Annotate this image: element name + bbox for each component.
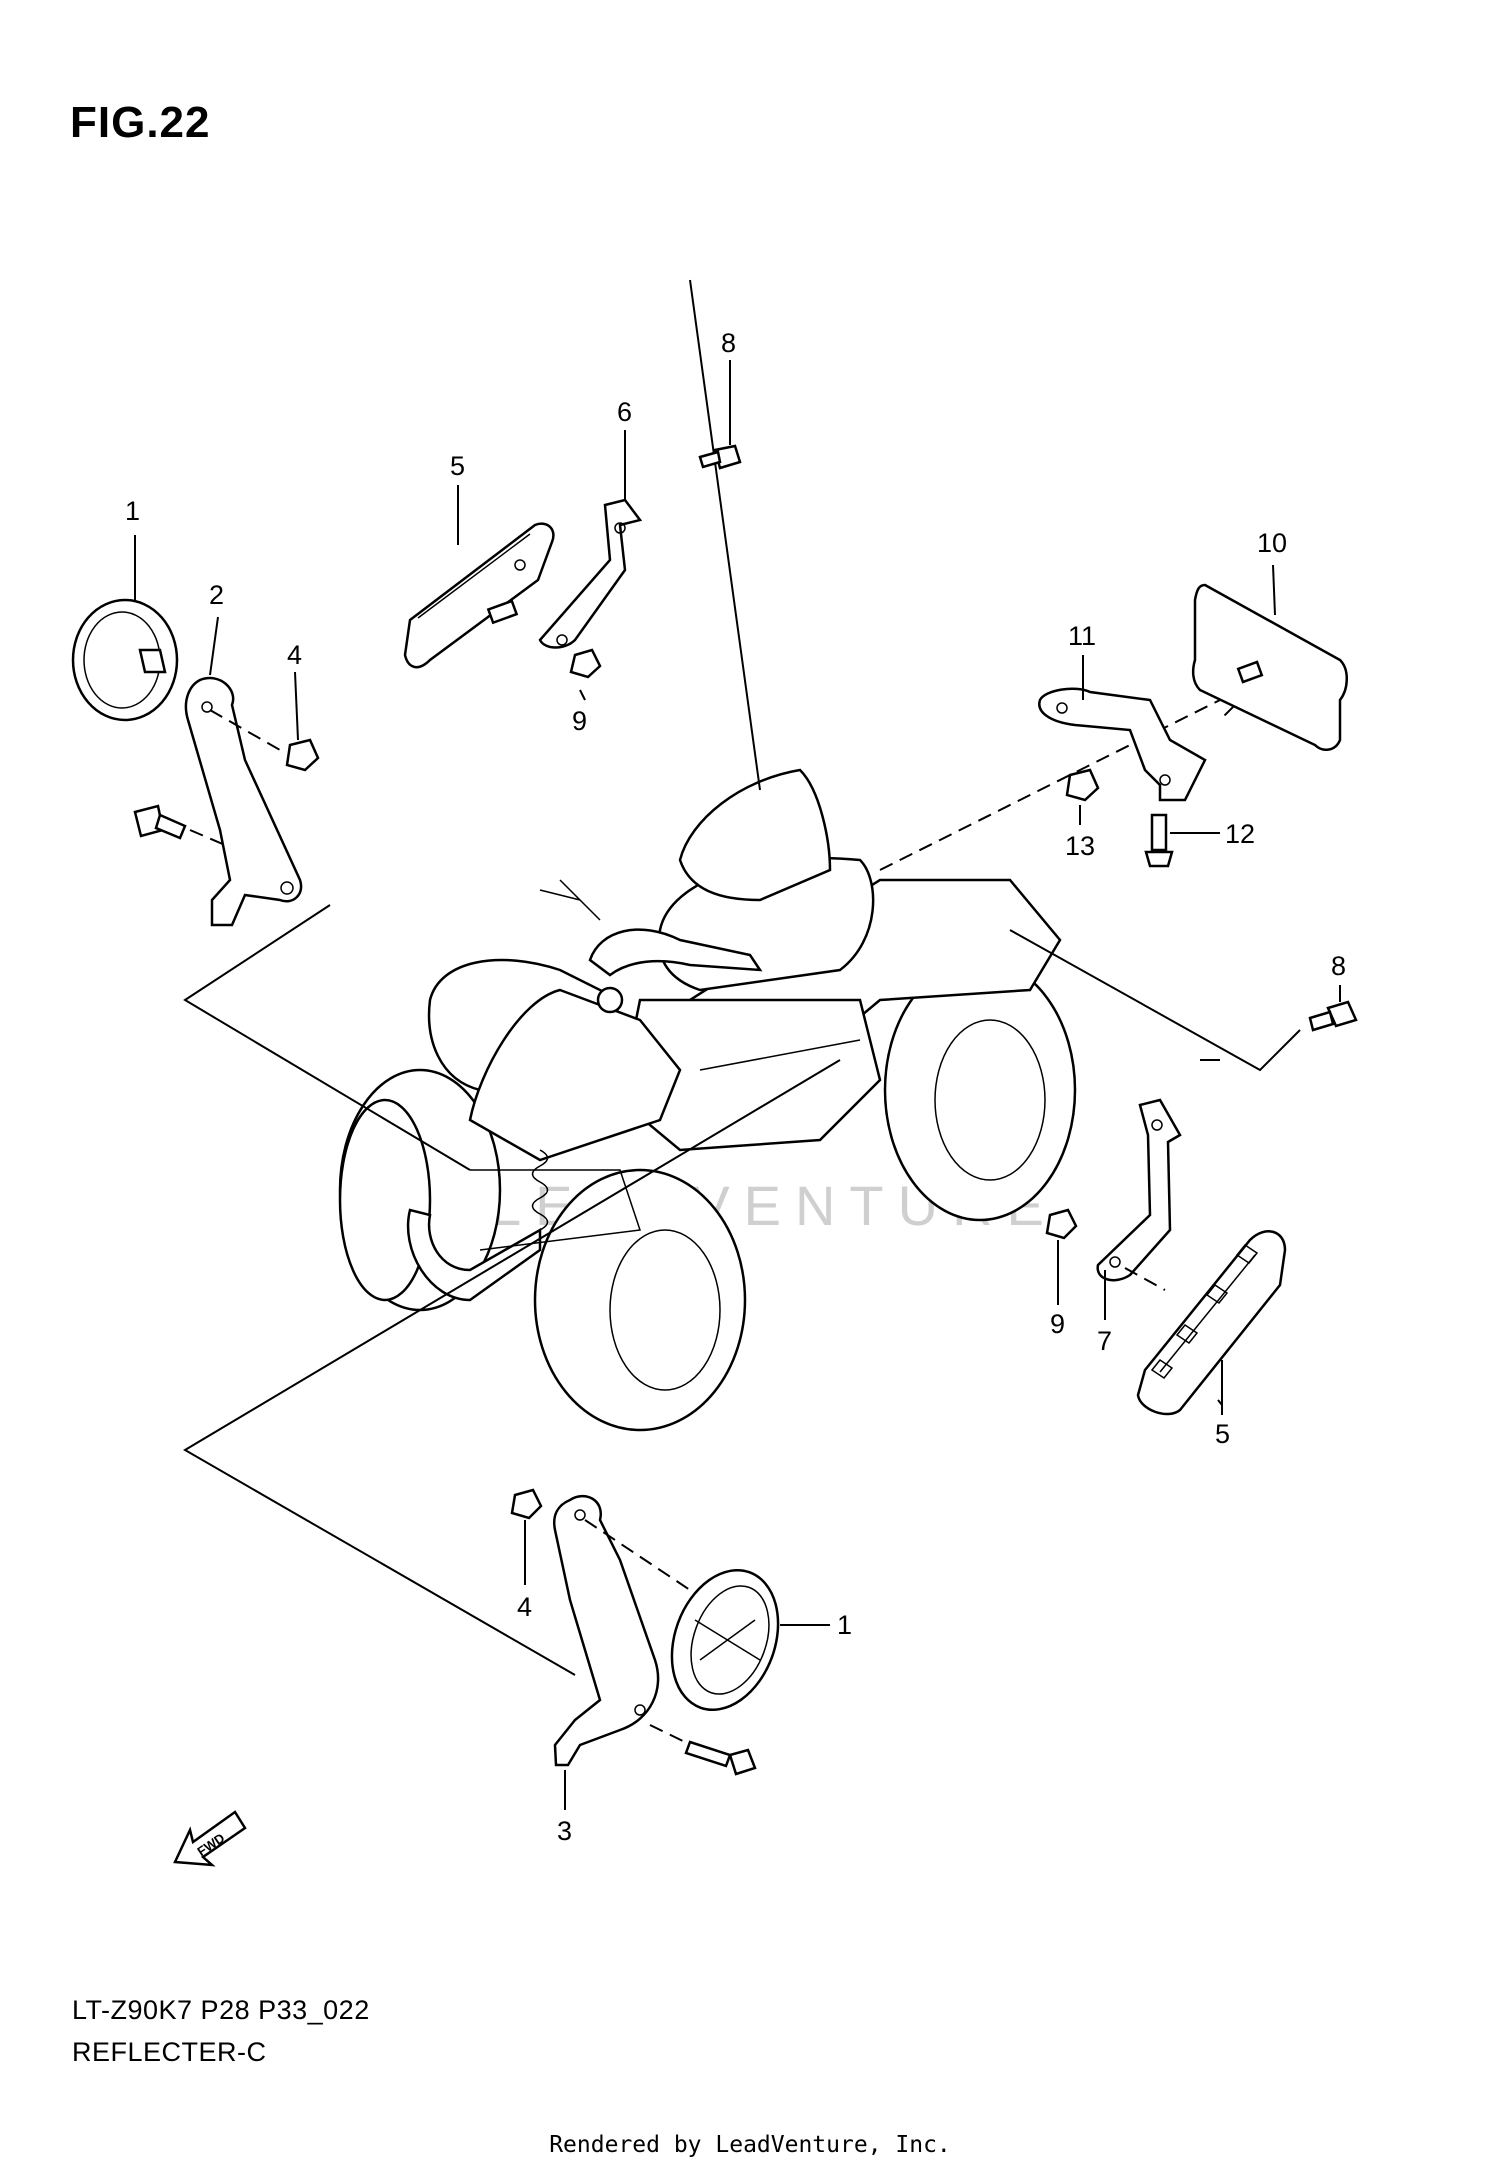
callout-11: 11 xyxy=(1068,621,1096,651)
callout-5-top: 5 xyxy=(450,451,465,481)
bolt-side-upper[interactable] xyxy=(698,444,742,470)
nut-side-upper[interactable] xyxy=(569,648,602,679)
bracket-front-left[interactable] xyxy=(184,676,303,927)
callout-1-top: 1 xyxy=(125,496,140,526)
callout-9-top: 9 xyxy=(572,706,587,736)
reflector-round-front-left[interactable] xyxy=(71,598,179,722)
callout-5-right: 5 xyxy=(1215,1419,1230,1449)
callout-2: 2 xyxy=(209,580,224,610)
screw-rear[interactable] xyxy=(1144,813,1174,868)
callout-10: 10 xyxy=(1257,528,1287,558)
fwd-direction-arrow: FWD xyxy=(173,1810,247,1867)
bolt-side-lower[interactable] xyxy=(1308,1000,1358,1032)
callout-8-right: 8 xyxy=(1331,951,1346,981)
callout-7: 7 xyxy=(1097,1326,1112,1356)
model-code: LT-Z90K7 P28 P33_022 xyxy=(72,1995,370,2025)
callout-12: 12 xyxy=(1225,819,1255,849)
bracket-rear-reflector[interactable] xyxy=(1038,687,1207,802)
callout-4-top: 4 xyxy=(287,640,302,670)
bracket-side-upper[interactable] xyxy=(538,498,643,649)
reflector-rect-rear[interactable] xyxy=(1191,583,1348,751)
reflector-round-front-right[interactable] xyxy=(653,1555,796,1725)
atv-illustration xyxy=(338,768,1077,1432)
section-name: REFLECTER-C xyxy=(72,2037,267,2067)
callout-6: 6 xyxy=(617,397,632,427)
callout-9-right: 9 xyxy=(1050,1309,1065,1339)
nut-side-lower[interactable] xyxy=(1045,1208,1078,1240)
reflector-rect-side-lower[interactable] xyxy=(1136,1230,1287,1416)
bolt-front-right[interactable] xyxy=(649,1724,757,1776)
callout-3: 3 xyxy=(557,1816,572,1846)
figure-title: FIG.22 xyxy=(70,98,211,147)
callout-leaders xyxy=(134,360,1341,1810)
bolt-front-left[interactable] xyxy=(133,804,226,846)
callout-13: 13 xyxy=(1065,831,1095,861)
nut-rear[interactable] xyxy=(1065,768,1100,802)
bracket-front-right[interactable] xyxy=(553,1494,691,1767)
callout-1-bottom: 1 xyxy=(837,1610,852,1640)
reflector-rect-side-upper[interactable] xyxy=(403,522,555,669)
nut-front-right[interactable] xyxy=(510,1488,543,1520)
bracket-side-lower[interactable] xyxy=(1096,1098,1182,1291)
callout-4-bottom: 4 xyxy=(517,1592,532,1622)
rendered-by-credit: Rendered by LeadVenture, Inc. xyxy=(549,2132,951,2158)
callout-8-top: 8 xyxy=(721,328,736,358)
nut-front-left[interactable] xyxy=(285,738,320,772)
